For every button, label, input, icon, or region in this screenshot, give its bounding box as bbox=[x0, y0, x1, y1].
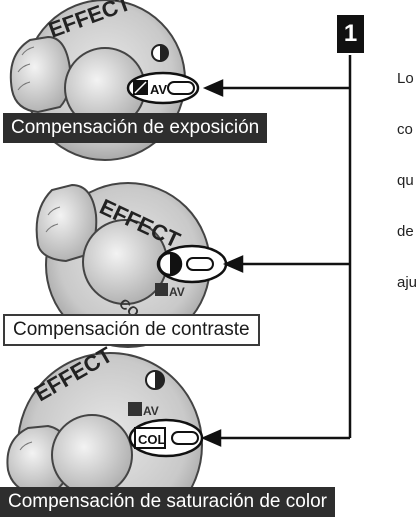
caption-contrast: Compensación de contraste bbox=[3, 314, 260, 346]
side-text-line: de bbox=[397, 223, 414, 240]
side-text-line: Lo bbox=[397, 70, 414, 87]
side-text-line: aju bbox=[397, 274, 418, 291]
arrow-head-1 bbox=[202, 79, 224, 97]
svg-text:COL: COL bbox=[138, 432, 166, 447]
arrow-head-3 bbox=[200, 429, 222, 447]
step-number-badge: 1 bbox=[337, 15, 364, 53]
dial-contrast: EFFECT AV CO bbox=[35, 182, 228, 348]
connector bbox=[200, 55, 352, 447]
side-text-line: qu bbox=[397, 172, 414, 189]
col-icon bbox=[134, 427, 166, 449]
side-text: Lo co qu de aju bbox=[397, 36, 417, 308]
svg-text:AV: AV bbox=[150, 82, 167, 97]
caption-color-saturation: Compensación de saturación de color bbox=[0, 487, 335, 517]
side-text-line: co bbox=[397, 121, 413, 138]
caption-exposure: Compensación de exposición bbox=[3, 113, 268, 143]
svg-text:AV: AV bbox=[169, 285, 185, 299]
svg-text:AV: AV bbox=[143, 404, 159, 418]
dial-color: EFFECT AV COL bbox=[6, 342, 204, 517]
arrow-head-2 bbox=[222, 255, 244, 273]
